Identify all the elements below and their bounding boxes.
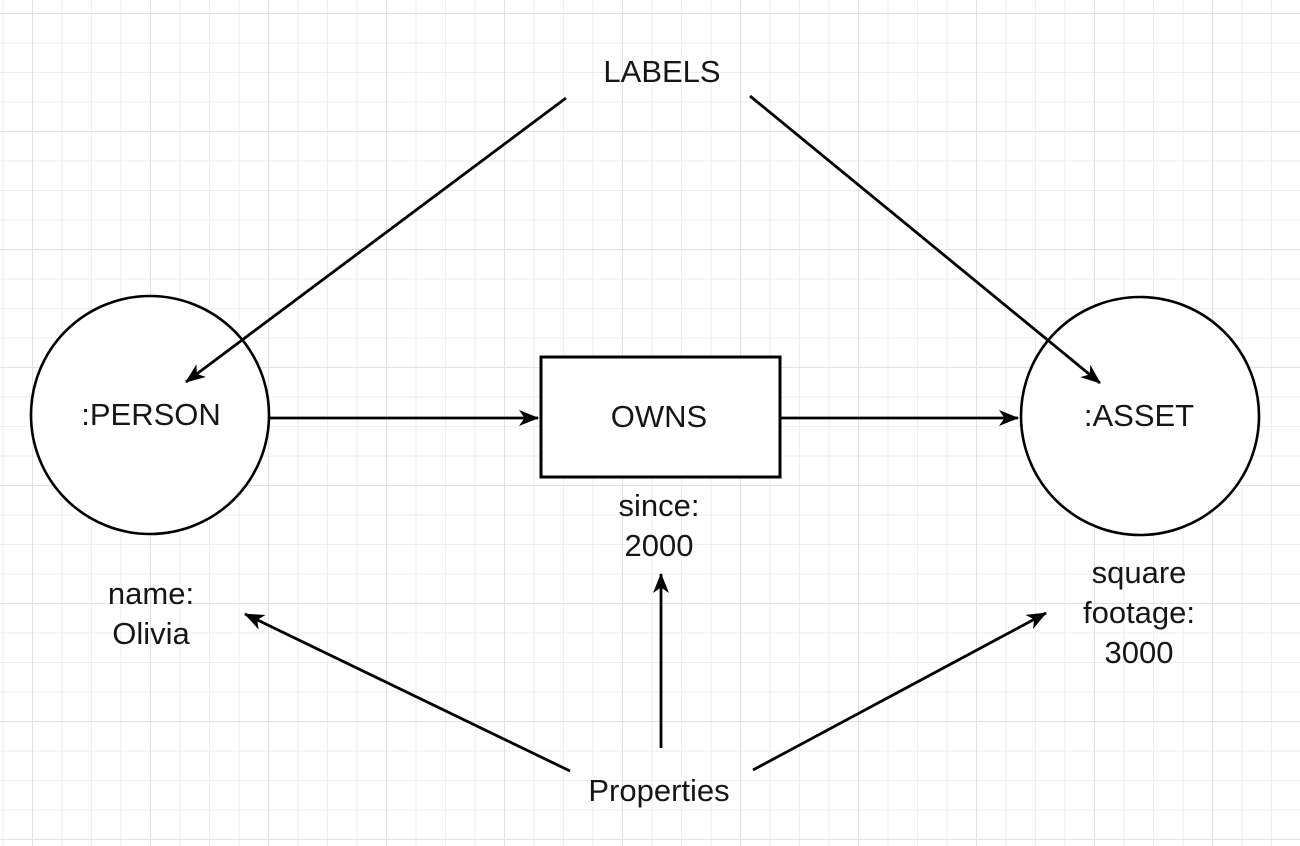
asset-node-circle: [1019, 295, 1261, 537]
labels-arrow-to-person: [185, 96, 567, 384]
owns-property-text: since: 2000: [618, 488, 700, 563]
owns-relationship-box: [539, 355, 782, 479]
labels-title: LABELS: [603, 54, 721, 89]
properties-title: Properties: [588, 773, 730, 808]
properties-arrow-to-footage: [752, 611, 1047, 772]
labels-arrow-to-asset: [749, 94, 1101, 385]
asset-node-label: :ASSET: [1083, 398, 1195, 433]
asset-property-text: square footage: 3000: [1082, 555, 1196, 670]
person-node-label: :PERSON: [81, 397, 221, 432]
person-property-text: name: Olivia: [107, 576, 195, 651]
person-node-circle: [29, 294, 271, 536]
properties-arrow-to-name: [244, 612, 571, 773]
owns-relationship-label: OWNS: [610, 399, 708, 434]
